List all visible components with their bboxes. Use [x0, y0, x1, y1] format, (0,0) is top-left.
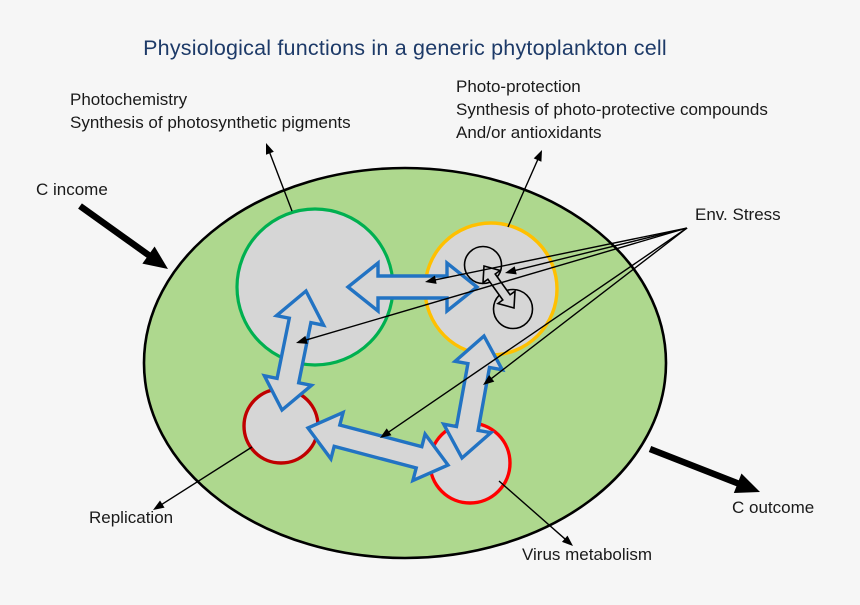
- photo-protection-label: Photo-protection Synthesis of photo-prot…: [456, 77, 768, 142]
- env-stress-arrow-3-head: [296, 335, 308, 344]
- photochemistry-pointer-line: [268, 151, 293, 212]
- photo-protection-pointer-line: [507, 157, 540, 228]
- arrow-photochem-photoprotect: [345, 259, 480, 315]
- c-income-arrow-shaft: [78, 203, 153, 260]
- env-stress-label: Env. Stress: [695, 205, 781, 224]
- env-stress-arrow-3-line: [304, 227, 688, 342]
- arrow-replication-virus: [305, 409, 451, 484]
- env-stress-arrow-2-line: [513, 227, 688, 272]
- c-outcome-arrow-shaft: [648, 445, 742, 488]
- c-income-arrow-head: [142, 246, 168, 269]
- arrow-photoprotect-virus: [440, 333, 506, 461]
- cell-membrane: [142, 166, 668, 560]
- env-stress-arrow-5-head: [380, 428, 392, 438]
- replication-pointer-head: [153, 500, 165, 510]
- arrow-photochem-replication: [261, 288, 327, 413]
- replication-pointer-line: [160, 446, 253, 506]
- replication-label: Replication: [89, 508, 174, 527]
- c-income-label: C income: [36, 180, 108, 199]
- small-exchange-arrow: [482, 264, 516, 310]
- env-stress-arrow-5-line: [387, 227, 688, 434]
- env-stress-arrow-4-line: [489, 227, 688, 381]
- env-stress-arrow-1-head: [425, 275, 437, 284]
- photochemistry-label: Photochemistry Synthesis of photosynthet…: [70, 90, 351, 132]
- photochemistry-pointer-head: [266, 143, 274, 155]
- c-outcome-label: C outcome: [732, 498, 815, 517]
- virus-metabolism-pointer-line: [498, 480, 567, 541]
- virus-metabolism-label: Virus metabolism: [522, 545, 653, 564]
- env-stress-arrow-1-line: [433, 227, 688, 281]
- diagram-title: Physiological functions in a generic phy…: [143, 36, 667, 60]
- c-outcome-arrow-head: [733, 473, 760, 494]
- env-stress-arrow-2-head: [505, 266, 517, 275]
- photo-protection-pointer-head: [533, 150, 542, 162]
- env-stress-arrow-4-head: [483, 374, 495, 385]
- virus-metabolism-pointer-head: [561, 535, 573, 546]
